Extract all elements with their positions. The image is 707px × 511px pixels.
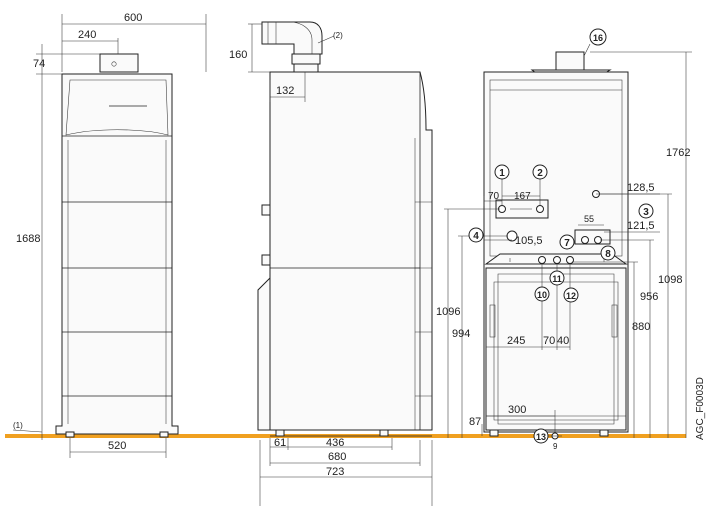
callout-3-circle — [638, 203, 654, 219]
callout-7-circle — [559, 234, 575, 250]
dim-side-feet: 436 — [326, 437, 344, 449]
dim-side-foot-front: 61 — [274, 437, 286, 449]
callout-11: 11 — [552, 274, 562, 284]
dim-rear-121-5: 121,5 — [627, 220, 655, 232]
callout-8: 8 — [605, 249, 611, 260]
callout-4-circle — [468, 227, 484, 243]
dim-rear-300: 300 — [508, 404, 526, 416]
callout-10-circle — [534, 286, 550, 302]
callout-1-circle — [494, 164, 510, 180]
side-view — [257, 21, 433, 437]
dim-rear-9: 9 — [553, 442, 558, 451]
callout-3: 3 — [643, 207, 649, 218]
dim-rear-70: 70 — [488, 191, 500, 202]
callout-2: 2 — [537, 168, 543, 179]
dim-rear-1096: 1096 — [436, 306, 460, 318]
note-flue-label: (2) — [333, 31, 343, 40]
callout-8-circle — [600, 245, 616, 261]
dim-rear-994: 994 — [452, 328, 470, 340]
dim-front-width: 600 — [124, 12, 142, 24]
dim-rear-overall-height: 1762 — [666, 147, 690, 159]
dim-front-height: 1688 — [16, 233, 40, 245]
dim-front-flue-offset: 240 — [78, 29, 96, 41]
dim-side-flue-height: 160 — [229, 49, 247, 61]
dim-rear-128-5: 128,5 — [627, 182, 655, 194]
callout-16: 16 — [593, 33, 603, 43]
dim-rear-1098: 1098 — [658, 274, 682, 286]
callout-7: 7 — [564, 238, 570, 249]
front-view — [55, 53, 179, 438]
dim-front-top: 74 — [33, 58, 45, 70]
dim-rear-70b: 70 — [543, 335, 555, 347]
dim-rear-956: 956 — [640, 291, 658, 303]
front-dimensions: 600 240 74 1688 520 — [16, 12, 207, 458]
callout-11-circle — [549, 270, 565, 286]
callout-13-circle — [533, 428, 549, 444]
callout-2-circle — [532, 164, 548, 180]
dim-side-depth: 680 — [328, 451, 346, 463]
dim-rear-40: 40 — [557, 335, 569, 347]
dim-rear-55: 55 — [584, 214, 594, 224]
rear-dimensions: 1762 1098 956 880 1096 994 70 167 128,5 … — [436, 51, 692, 451]
callouts: 1 2 3 4 7 8 10 11 12 13 16 — [468, 28, 654, 444]
callout-1: 1 — [499, 168, 505, 179]
callout-4: 4 — [473, 231, 479, 242]
callout-13: 13 — [536, 432, 546, 442]
dim-rear-105-5: 105,5 — [515, 235, 543, 247]
note-floor-label: (1) — [13, 421, 23, 430]
callout-12: 12 — [566, 291, 576, 301]
dim-rear-880: 880 — [632, 321, 650, 333]
callout-16-circle — [589, 28, 607, 46]
callout-10: 10 — [537, 290, 547, 300]
dim-front-feet: 520 — [108, 440, 126, 452]
rear-view — [483, 51, 629, 440]
dim-rear-167: 167 — [514, 191, 531, 202]
dim-rear-245: 245 — [507, 335, 525, 347]
callout-12-circle — [563, 287, 579, 303]
drawing-code: AGC_F0003D — [695, 377, 706, 440]
side-dimensions: (2) 160 132 61 436 680 723 — [229, 23, 433, 506]
dim-side-flue-offset: 132 — [276, 85, 294, 97]
dim-rear-87: 87 — [469, 416, 481, 428]
dim-side-overall: 723 — [326, 466, 344, 478]
